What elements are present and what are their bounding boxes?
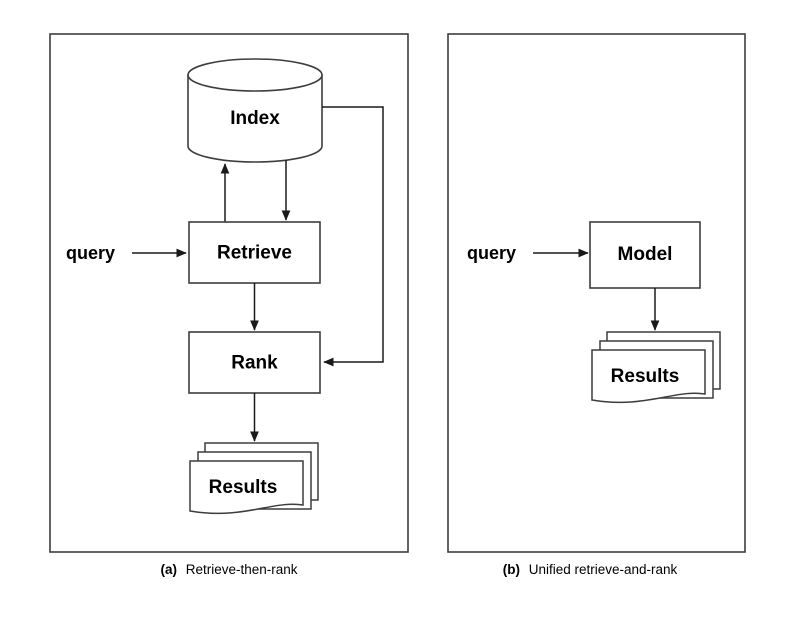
panel-b-caption-text: (b) Unified retrieve-and-rank: [503, 562, 678, 577]
results-doc-front: [189, 460, 304, 515]
panel-a-caption-text: (a) Retrieve-then-rank: [160, 562, 297, 577]
panel-a-node-index: Index: [187, 58, 323, 163]
panel-a-node-rank: Rank: [188, 331, 321, 394]
panel-b-node-results: Results: [591, 331, 721, 404]
index-label: Index: [230, 108, 280, 129]
panel-b-query-label: query: [467, 243, 516, 263]
panel-a-edge-index-to-rank: [322, 106, 384, 367]
rank-label: Rank: [231, 353, 278, 374]
panel-b-caption-label: Unified retrieve-and-rank: [529, 562, 678, 577]
model-label: Model: [618, 244, 673, 265]
results-label: Results: [611, 366, 680, 387]
retrieve-box: [188, 221, 321, 284]
model-box: [589, 221, 701, 289]
panel-b: query Model Results (b) Unified retrie: [447, 33, 746, 577]
panel-a-query-label: query: [66, 243, 115, 263]
panel-b-caption-tag: (b): [503, 562, 520, 577]
results-label: Results: [209, 477, 278, 498]
index-cylinder-body: [187, 74, 323, 163]
rank-box: [188, 331, 321, 394]
results-doc-front: [591, 349, 706, 404]
index-cylinder-top: [187, 58, 323, 92]
panel-a-node-results: Results: [189, 442, 319, 515]
panel-a-caption-tag: (a): [160, 562, 177, 577]
panel-b-frame: [447, 33, 746, 553]
panel-a: query Index Retrieve Rank: [49, 33, 409, 577]
panel-b-node-model: Model: [589, 221, 701, 289]
panel-a-caption-label: Retrieve-then-rank: [186, 562, 298, 577]
panel-b-caption: (b) Unified retrieve-and-rank: [503, 562, 678, 577]
retrieve-label: Retrieve: [217, 243, 292, 264]
panel-a-caption: (a) Retrieve-then-rank: [160, 562, 297, 577]
panel-a-node-retrieve: Retrieve: [188, 221, 321, 284]
